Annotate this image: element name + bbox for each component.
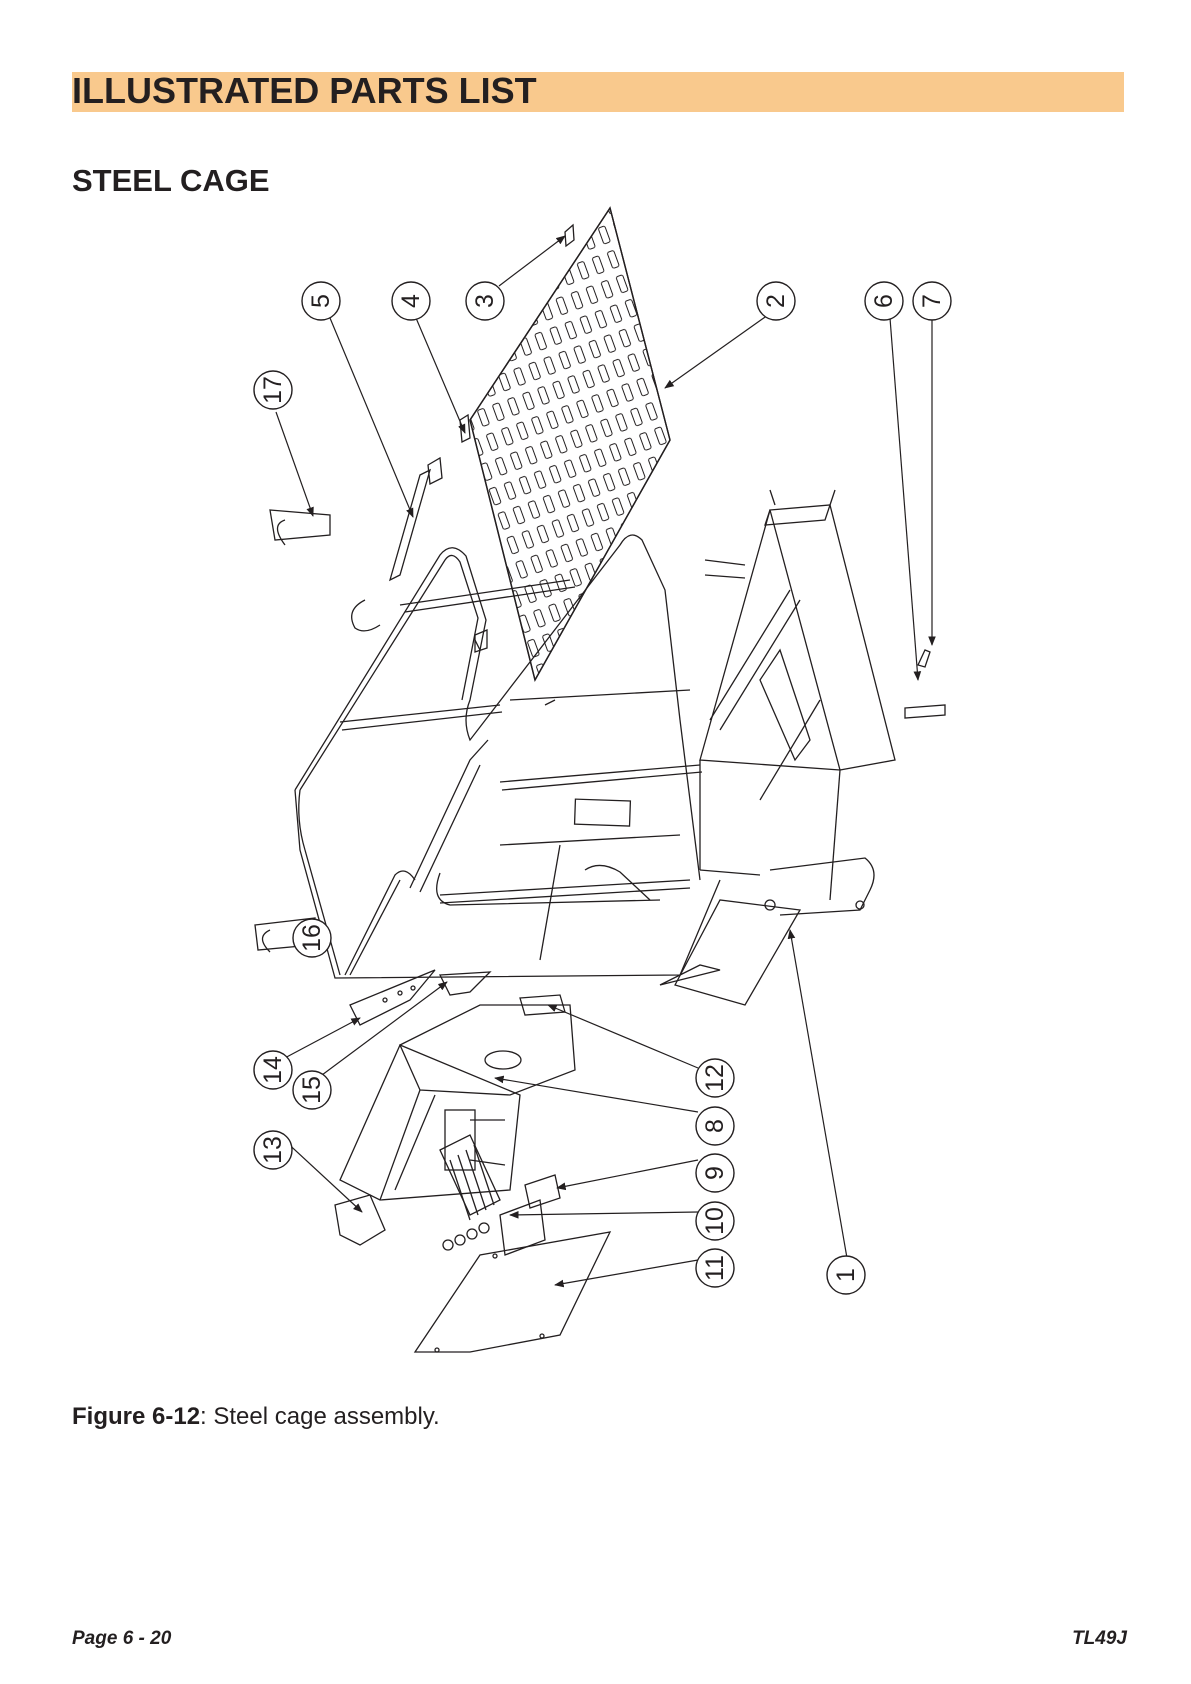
- callout-number-1: 1: [832, 1268, 860, 1282]
- callout-number-2: 2: [762, 294, 790, 308]
- model-name: TL49J: [1072, 1628, 1127, 1650]
- callout-number-14: 14: [259, 1056, 287, 1084]
- page-number: Page 6 - 20: [72, 1628, 171, 1650]
- callout-number-16: 16: [298, 924, 326, 952]
- figure-caption: Figure 6-12: Steel cage assembly.: [72, 1402, 440, 1432]
- figure-caption-label: Figure 6-12: [72, 1403, 200, 1430]
- callout-number-15: 15: [298, 1076, 326, 1104]
- callout-number-10: 10: [701, 1207, 729, 1235]
- callout-number-12: 12: [701, 1064, 729, 1092]
- callout-number-17: 17: [259, 376, 287, 404]
- callout-number-13: 13: [259, 1136, 287, 1164]
- callout-number-8: 8: [701, 1119, 729, 1133]
- callout-number-3: 3: [471, 294, 499, 308]
- valve-box: [340, 1005, 575, 1200]
- callout-number-11: 11: [701, 1255, 729, 1281]
- side-channel: [660, 490, 895, 1005]
- callout-number-6: 6: [870, 294, 898, 308]
- figure-caption-text: : Steel cage assembly.: [200, 1403, 440, 1430]
- callout-number-4: 4: [397, 294, 425, 308]
- bottom-cover: [415, 1232, 610, 1352]
- callout-number-7: 7: [918, 294, 946, 308]
- cage-frame: [295, 535, 720, 978]
- callout-number-5: 5: [307, 294, 335, 308]
- callout-number-9: 9: [701, 1166, 729, 1180]
